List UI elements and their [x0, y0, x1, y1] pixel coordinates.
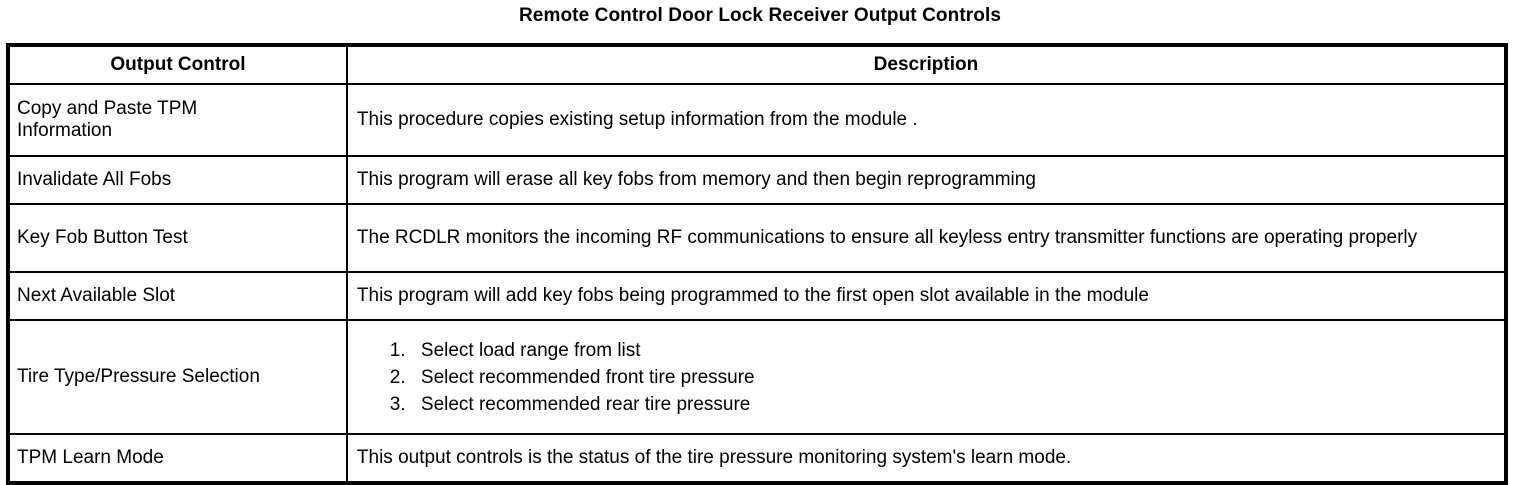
page-title: Remote Control Door Lock Receiver Output… — [518, 5, 1002, 26]
table-container: Output Control Description Copy and Past… — [6, 43, 1510, 485]
column-header-description: Description — [345, 44, 1508, 85]
cell-output-control: Tire Type/Pressure Selection — [7, 319, 348, 435]
cell-description: The RCDLR monitors the incoming RF commu… — [345, 203, 1508, 273]
cell-description: Select load range from list Select recom… — [345, 319, 1508, 435]
table-header-row: Output Control Description — [7, 44, 1508, 85]
cell-description: This procedure copies existing setup inf… — [345, 83, 1508, 157]
table-row: Copy and Paste TPM Information This proc… — [7, 83, 1508, 157]
cell-description: This output controls is the status of th… — [345, 433, 1508, 484]
table-body: Copy and Paste TPM Information This proc… — [7, 83, 1508, 484]
output-control-label: Next Available Slot — [17, 284, 176, 306]
table-row: Next Available Slot This program will ad… — [7, 271, 1508, 321]
description-text: This procedure copies existing setup inf… — [356, 108, 918, 130]
cell-output-control: Next Available Slot — [7, 271, 348, 321]
list-item: Select load range from list — [411, 337, 1498, 364]
description-text: The RCDLR monitors the incoming RF commu… — [356, 226, 1418, 248]
table-row: Invalidate All Fobs This program will er… — [7, 155, 1508, 205]
cell-output-control: Copy and Paste TPM Information — [7, 83, 348, 157]
cell-output-control: Invalidate All Fobs — [7, 155, 348, 205]
table-header: Output Control Description — [7, 44, 1508, 85]
output-control-label: TPM Learn Mode — [17, 446, 164, 468]
description-step-list: Select load range from list Select recom… — [357, 337, 1498, 418]
cell-description: This program will erase all key fobs fro… — [345, 155, 1508, 205]
output-control-label: Key Fob Button Test — [17, 226, 188, 248]
description-text: This program will erase all key fobs fro… — [356, 168, 1036, 190]
output-controls-table: Output Control Description Copy and Past… — [6, 43, 1508, 485]
column-header-output-control: Output Control — [7, 44, 348, 85]
cell-description: This program will add key fobs being pro… — [345, 271, 1508, 321]
table-row: Key Fob Button Test The RCDLR monitors t… — [7, 203, 1508, 273]
output-control-label: Copy and Paste TPM Information — [17, 97, 198, 141]
document-page: Remote Control Door Lock Receiver Output… — [0, 0, 1520, 474]
cell-output-control: Key Fob Button Test — [7, 203, 348, 273]
table-row: Tire Type/Pressure Selection Select load… — [7, 319, 1508, 435]
output-control-label: Invalidate All Fobs — [17, 168, 172, 190]
list-item: Select recommended rear tire pressure — [411, 391, 1498, 418]
output-control-label: Tire Type/Pressure Selection — [17, 365, 260, 387]
cell-output-control: TPM Learn Mode — [7, 433, 348, 484]
list-item: Select recommended front tire pressure — [411, 364, 1498, 391]
table-row: TPM Learn Mode This output controls is t… — [7, 433, 1508, 484]
description-text: This output controls is the status of th… — [356, 446, 1072, 468]
description-text: This program will add key fobs being pro… — [356, 284, 1149, 306]
